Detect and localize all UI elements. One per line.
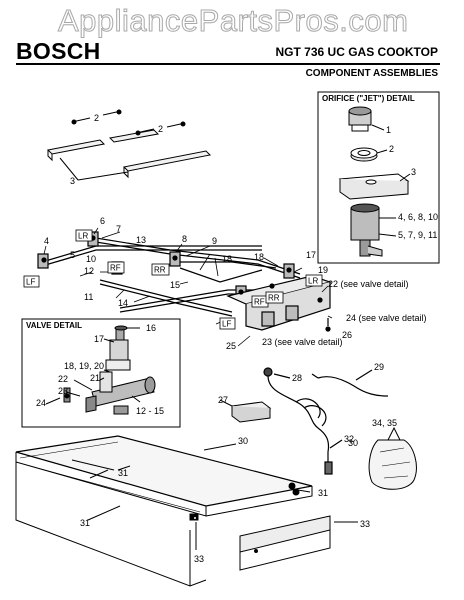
spark-wire-harness	[263, 367, 343, 475]
svg-text:LF: LF	[26, 278, 35, 287]
callout-23: 23 (see valve detail)	[262, 337, 343, 347]
orifice-label-2: 2	[389, 144, 394, 154]
orifice-label-1: 1	[386, 125, 391, 135]
valve-label-24: 24	[36, 398, 46, 408]
valve-detail-frame	[21, 318, 181, 428]
orifice-label-4-6-8-10: 4, 6, 8, 10	[398, 212, 438, 222]
orifice-detail-frame	[317, 91, 440, 264]
valve-label-23: 23	[58, 386, 68, 396]
callout-11: 11	[84, 292, 93, 302]
callout-27: 27	[218, 395, 228, 405]
callout-9: 9	[212, 236, 217, 246]
callout-31-right: 31	[318, 488, 328, 498]
callout-17: 17	[306, 250, 316, 260]
power-cord	[311, 369, 389, 397]
tag-lr-right: LR	[305, 274, 323, 287]
valve-label-17: 17	[94, 334, 104, 344]
cooktop-frame	[15, 435, 313, 587]
callout-31-front: 31	[80, 518, 90, 528]
callout-10: 10	[86, 254, 96, 264]
brand-logo: BOSCH	[16, 38, 101, 64]
front-trim-strip	[239, 515, 358, 571]
parts-bag	[368, 426, 417, 490]
burner-tags: LR RF RR LF RF LR	[23, 229, 323, 330]
svg-text:RF: RF	[254, 298, 265, 307]
valve-body-illustration	[63, 325, 156, 415]
callout-28: 28	[292, 373, 302, 383]
valve-detail-box	[21, 318, 181, 428]
valve-detail-title: VALVE DETAIL	[26, 321, 82, 330]
orifice-label-5-7-9-11: 5, 7, 9, 11	[398, 230, 437, 240]
tag-rr-right: RR	[265, 291, 284, 304]
callout-5: 5	[70, 250, 75, 260]
tag-rf-left: RF	[107, 261, 125, 274]
callout-22: 22 (see valve detail)	[328, 279, 409, 289]
model-title: NGT 736 UC GAS COOKTOP	[275, 45, 438, 59]
svg-text:RF: RF	[110, 264, 121, 273]
callout-14: 14	[118, 298, 128, 308]
svg-text:LR: LR	[308, 277, 318, 286]
orifice-detail-title: ORIFICE ("JET") DETAIL	[322, 94, 415, 103]
callout-33-right: 33	[360, 519, 370, 529]
callout-24: 24 (see valve detail)	[346, 313, 427, 323]
svg-text:RR: RR	[154, 266, 166, 275]
valve-label-16: 16	[146, 323, 156, 333]
callout-33-left: 33	[194, 554, 204, 564]
section-subtitle: COMPONENT ASSEMBLIES	[305, 68, 438, 79]
valve-label-18-19-20: 18, 19, 20	[64, 361, 104, 371]
svg-text:LF: LF	[222, 320, 231, 329]
callout-18-right: 18	[254, 252, 264, 262]
orifice-detail-box	[317, 91, 440, 264]
callout-3: 3	[70, 176, 75, 186]
callout-34-35: 34, 35	[372, 418, 397, 428]
callout-2-right: 2	[158, 124, 163, 134]
callout-2-left: 2	[94, 113, 99, 123]
manifold-leaders	[43, 227, 333, 347]
gas-manifold-assembly	[37, 231, 333, 332]
svg-text:LR: LR	[78, 232, 88, 241]
tag-lf-right: LF	[219, 317, 236, 330]
callout-19: 19	[318, 265, 328, 275]
callout-26: 26	[342, 330, 352, 340]
orifice-holder-illustration	[350, 203, 383, 257]
tag-lr-top: LR	[75, 229, 93, 242]
callout-7: 7	[116, 224, 121, 234]
ignition-module	[219, 399, 272, 423]
valve-label-21: 21	[90, 373, 100, 383]
tag-rr-left: RR	[151, 263, 170, 276]
orifice-jet-illustration	[348, 106, 372, 132]
watermark: AppliancePartsPros.com	[57, 3, 409, 39]
callout-6: 6	[100, 216, 105, 226]
callout-15: 15	[170, 280, 180, 290]
valve-label-22: 22	[58, 374, 68, 384]
callout-4: 4	[44, 236, 49, 246]
callout-13: 13	[136, 235, 146, 245]
callout-31-center: 31	[118, 468, 128, 478]
orifice-bracket-illustration	[338, 173, 410, 200]
callout-8: 8	[182, 234, 187, 244]
callout-18-left: 18	[222, 254, 232, 264]
tag-lf-left: LF	[23, 275, 40, 288]
callout-29: 29	[374, 362, 384, 372]
valve-label-12-15: 12 - 15	[136, 406, 164, 416]
top-support-bars	[46, 109, 212, 181]
callout-32: 32	[344, 434, 354, 444]
callout-30-right: 30	[348, 438, 358, 448]
callout-labels: ORIFICE ("JET") DETAIL 1 2 3 4, 6, 8, 10…	[26, 94, 438, 564]
header-rule	[16, 63, 440, 65]
orifice-label-3: 3	[411, 167, 416, 177]
callout-25: 25	[226, 341, 236, 351]
svg-text:RR: RR	[268, 294, 280, 303]
callout-12: 12	[84, 266, 94, 276]
orifice-ring-illustration	[350, 147, 378, 162]
callout-30-left: 30	[238, 436, 248, 446]
